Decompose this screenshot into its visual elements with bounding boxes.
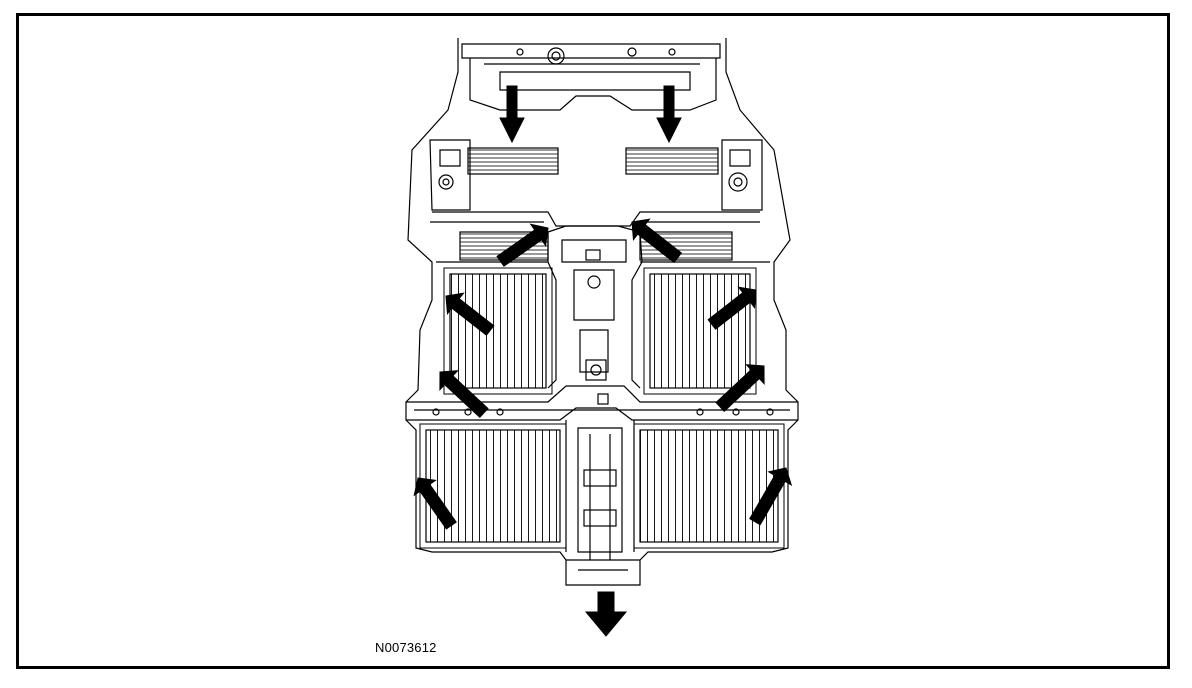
- diagonal-arrow: [707, 286, 757, 330]
- front-left-floor-pan: [449, 273, 547, 389]
- diagonal-arrow: [445, 292, 495, 336]
- down-arrow: [499, 85, 525, 144]
- diagonal-arrow: [413, 477, 457, 530]
- diagonal-arrow: [715, 364, 765, 413]
- down-arrow: [656, 85, 682, 144]
- diagonal-arrow: [496, 223, 549, 267]
- vehicle-front-direction-arrow: [584, 591, 628, 637]
- rear-right-floor-pan: [639, 429, 779, 543]
- front-right-floor-pan: [649, 273, 751, 389]
- diagonal-arrow: [631, 218, 683, 264]
- floor-pans: [419, 267, 785, 549]
- figure-id-label: N0073612: [375, 640, 437, 655]
- diagonal-arrow: [749, 467, 793, 526]
- diagonal-arrow: [439, 370, 489, 419]
- callout-arrows: [413, 85, 793, 637]
